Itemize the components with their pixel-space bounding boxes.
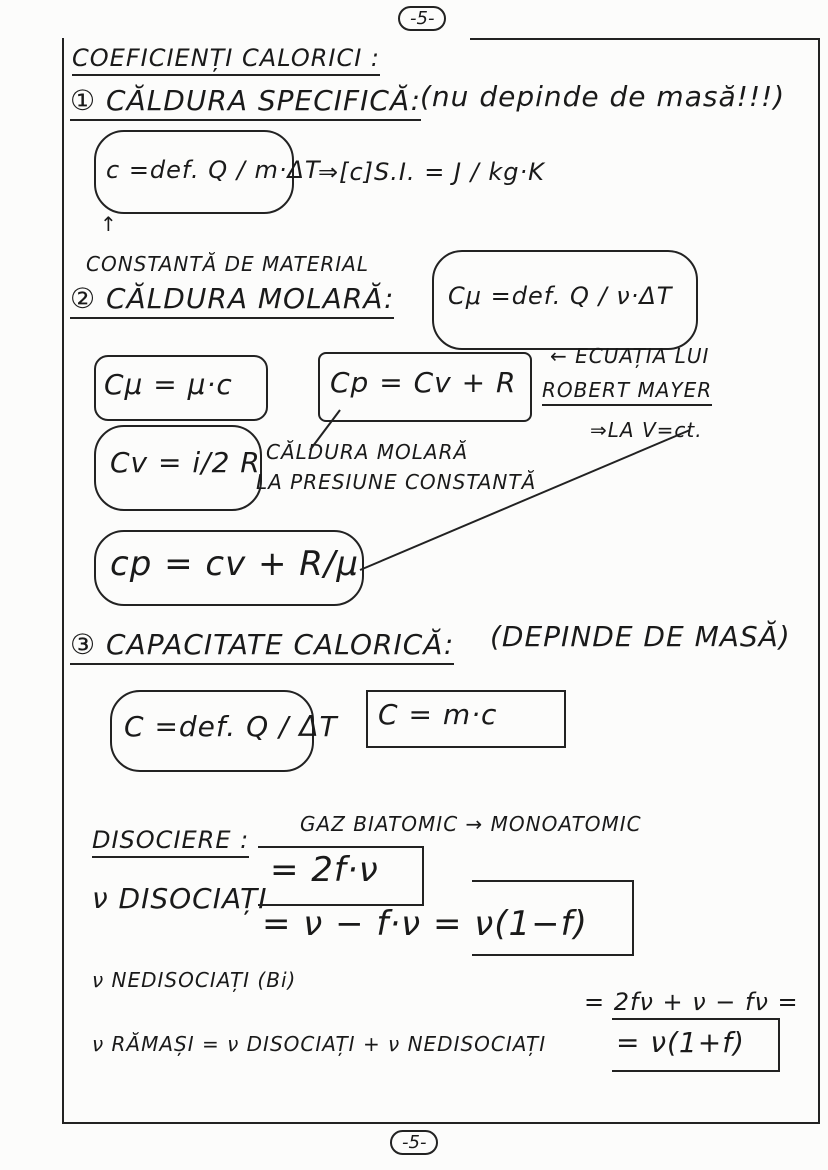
formula-box [258,846,424,906]
page-number-bottom: -5- [390,1130,439,1155]
formula-box [94,425,262,511]
nu-dissociated: ν DISOCIAȚI [92,882,268,915]
page-title: COEFICIENȚI CALORICI : [72,44,381,76]
cv-formula: Cv = i/2 R [110,446,261,479]
mayer-label: ← ECUAȚIA LUI [550,344,710,368]
formula-box [432,250,698,350]
formula-box [472,880,634,956]
nu-dissociated-value: = 2f·ν [270,850,379,890]
formula-box [612,1018,780,1072]
section3-heading: ③ CAPACITATE CALORICĂ: [70,628,455,665]
arrow-line [359,429,691,571]
nu-remaining-expansion: = 2fν + ν − fν = [584,988,799,1016]
formula-box [318,352,532,422]
heat-capacity-relation: C = m·c [378,698,498,731]
material-constant-label: CONSTANTĂ DE MATERIAL [86,252,369,276]
mayer-formula: Cp = Cv + R [330,366,517,399]
nu-undissociated-value: = ν − f·ν = ν(1−f) [262,904,588,944]
cp-label-1: CĂLDURA MOLARĂ [266,440,469,464]
nu-remaining: ν RĂMAȘI = ν DISOCIAȚI + ν NEDISOCIAȚI [92,1032,547,1056]
formula-box [94,130,294,214]
specific-heat-relation: cp = cv + R/μ [110,544,360,584]
molar-heat-formula: Cμ =def. Q / ν·ΔT [448,282,673,310]
formula-box [110,690,314,772]
arrow-up-icon: ↑ [100,212,118,236]
specific-heat-formula: c =def. Q / m·ΔT [106,156,321,184]
cv-condition: ⇒LA V=ct. [590,418,703,442]
page-number-top: -5- [398,6,447,31]
formula-box [94,355,268,421]
frame-bottom [62,1122,820,1124]
frame-left [62,38,64,1124]
section2-heading: ② CĂLDURA MOLARĂ: [70,282,395,319]
molar-specific-relation: Cμ = μ·c [104,368,233,401]
nu-remaining-result: = ν(1+f) [616,1026,745,1059]
cp-label-2: LA PRESIUNE CONSTANTĂ [256,470,537,494]
specific-heat-unit: ⇒[c]S.I. = J / kg·K [318,158,545,186]
dissociation-heading: DISOCIERE : [92,826,250,858]
mayer-name: ROBERT MAYER [542,378,713,406]
dissociation-description: GAZ BIATOMIC → MONOATOMIC [300,812,642,836]
section1-note: (nu depinde de masă!!!) [420,80,786,113]
nu-undissociated: ν NEDISOCIAȚI (Bi) [92,968,297,992]
heat-capacity-formula: C =def. Q / ΔT [124,710,338,743]
section1-heading: ① CĂLDURA SPECIFICĂ: [70,84,422,121]
frame-top [470,38,820,40]
formula-box [366,690,566,748]
frame-right [818,38,820,1124]
arrow-line [309,409,341,451]
section3-note: (DEPINDE DE MASĂ) [490,620,791,653]
